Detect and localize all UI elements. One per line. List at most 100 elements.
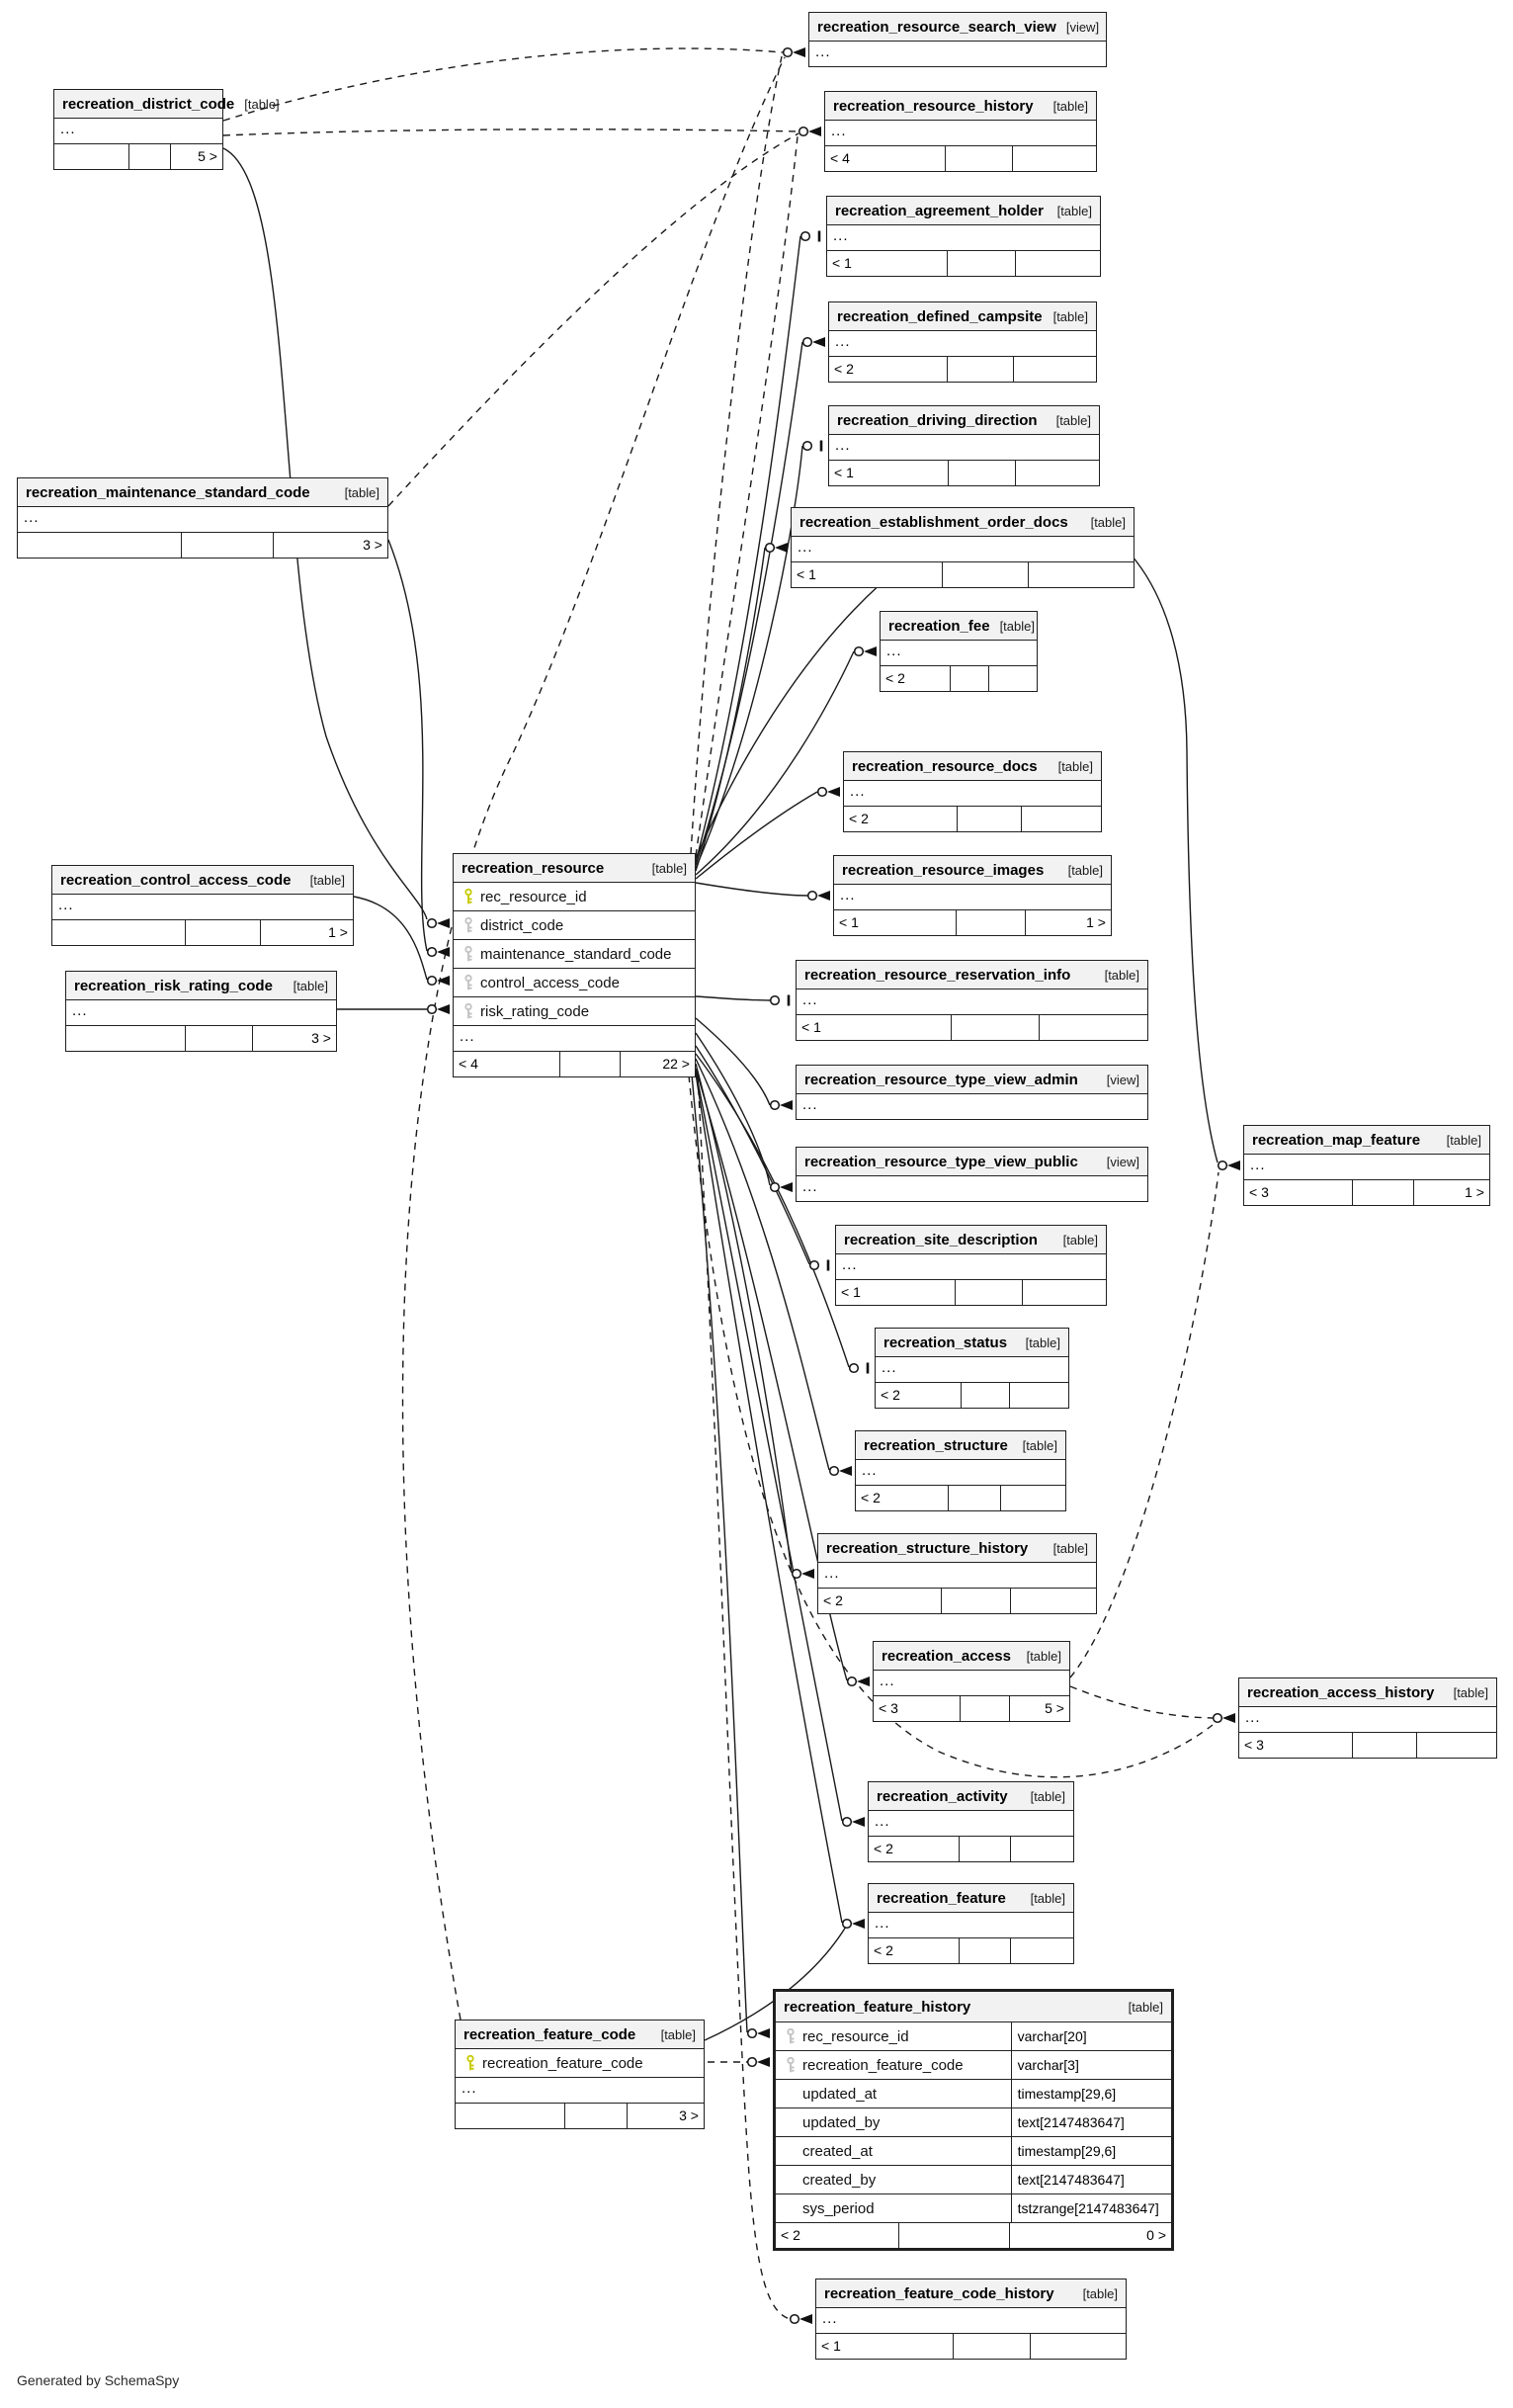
parents-count	[1038, 1015, 1147, 1040]
table-header[interactable]: recreation_map_feature[table]	[1244, 1126, 1489, 1154]
table-name: recreation_maintenance_standard_code	[26, 483, 310, 501]
children-count: < 1	[839, 914, 859, 930]
table-kind-tag: [table]	[1446, 1132, 1481, 1148]
parents-count	[1015, 461, 1099, 485]
foreign-key-icon	[464, 945, 472, 962]
table-header[interactable]: recreation_fee[table]	[881, 612, 1037, 640]
table-recreation_access_history[interactable]: recreation_access_history[table]...< 3	[1238, 1677, 1497, 1759]
field-type: text[2147483647]	[1010, 2166, 1171, 2193]
table-header[interactable]: recreation_access[table]	[874, 1642, 1069, 1670]
table-recreation_defined_campsite[interactable]: recreation_defined_campsite[table]...< 2	[828, 301, 1097, 383]
relationship-count-row: < 2	[869, 1937, 1073, 1963]
table-recreation_resource_type_view_admin[interactable]: recreation_resource_type_view_admin[view…	[796, 1065, 1148, 1120]
table-name: recreation_resource_reservation_info	[804, 966, 1071, 984]
relationship-line	[695, 1063, 793, 1574]
table-header[interactable]: recreation_risk_rating_code[table]	[66, 972, 336, 999]
table-header[interactable]: recreation_resource_type_view_admin[view…	[797, 1066, 1147, 1093]
table-header[interactable]: recreation_feature_code_history[table]	[816, 2279, 1126, 2307]
ellipsis-row: ...	[18, 506, 387, 532]
table-header[interactable]: recreation_maintenance_standard_code[tab…	[18, 478, 387, 506]
table-header[interactable]: recreation_feature_history[table]	[776, 1992, 1171, 2021]
table-header[interactable]: recreation_resource_docs[table]	[844, 752, 1101, 780]
ellipsis-row: ...	[66, 999, 336, 1025]
table-recreation_structure_history[interactable]: recreation_structure_history[table]...< …	[817, 1533, 1097, 1614]
table-header[interactable]: recreation_driving_direction[table]	[829, 406, 1099, 434]
ellipsis-row: ...	[797, 1093, 1147, 1119]
table-recreation_fee[interactable]: recreation_fee[table]...< 2	[880, 611, 1038, 692]
field-name: recreation_feature_code	[482, 2054, 643, 2072]
table-header[interactable]: recreation_resource_reservation_info[tab…	[797, 961, 1147, 989]
table-recreation_maintenance_standard_code[interactable]: recreation_maintenance_standard_code[tab…	[17, 477, 388, 559]
table-header[interactable]: recreation_resource[table]	[454, 854, 695, 882]
table-recreation_resource_docs[interactable]: recreation_resource_docs[table]...< 2	[843, 751, 1102, 832]
ellipsis-row: ...	[825, 120, 1096, 145]
table-header[interactable]: recreation_feature_code[table]	[456, 2021, 704, 2048]
table-header[interactable]: recreation_status[table]	[876, 1329, 1068, 1356]
relationship-line	[222, 147, 428, 920]
children-count: < 2	[834, 361, 854, 377]
table-name: recreation_resource_docs	[852, 757, 1038, 775]
table-recreation_activity[interactable]: recreation_activity[table]...< 2	[868, 1781, 1074, 1862]
table-header[interactable]: recreation_resource_type_view_public[vie…	[797, 1148, 1147, 1175]
field-row: risk_rating_code	[454, 996, 695, 1025]
table-recreation_agreement_holder[interactable]: recreation_agreement_holder[table]...< 1	[826, 196, 1101, 277]
crowfoot-marker	[841, 1816, 865, 1828]
table-header[interactable]: recreation_district_code[table]	[54, 90, 280, 118]
table-kind-tag: [table]	[1022, 1437, 1057, 1453]
table-header[interactable]: recreation_agreement_holder[table]	[827, 197, 1100, 224]
table-header[interactable]: recreation_defined_campsite [table]	[829, 302, 1096, 330]
table-header[interactable]: recreation_structure_history[table]	[818, 1534, 1096, 1562]
table-header[interactable]: recreation_resource_search_view[view]	[809, 13, 1106, 41]
table-recreation_feature_code[interactable]: recreation_feature_code[table] recreation…	[455, 2020, 705, 2129]
crowfoot-marker	[789, 2313, 812, 2325]
table-recreation_district_code[interactable]: recreation_district_code[table]...5 >	[53, 89, 280, 170]
table-recreation_structure[interactable]: recreation_structure[table]...< 2	[855, 1430, 1066, 1511]
table-recreation_feature_code_history[interactable]: recreation_feature_code_history[table]..…	[815, 2279, 1127, 2360]
field-name: updated_by	[802, 2113, 881, 2131]
table-kind-tag: [table]	[1052, 308, 1088, 324]
field-type: timestamp[29,6]	[1010, 2137, 1171, 2165]
table-name: recreation_feature_history	[784, 1998, 971, 2016]
parents-count: 22 >	[620, 1052, 695, 1076]
table-recreation_site_description[interactable]: recreation_site_description[table]...< 1	[835, 1225, 1107, 1306]
table-recreation_feature[interactable]: recreation_feature[table]...< 2	[868, 1883, 1074, 1964]
table-recreation_establishment_order_docs[interactable]: recreation_establishment_order_docs[tabl…	[791, 507, 1135, 588]
field-name: updated_at	[802, 2085, 878, 2103]
table-header[interactable]: recreation_establishment_order_docs[tabl…	[792, 508, 1134, 536]
crowfoot-marker	[426, 917, 450, 929]
count-spacer	[1352, 1733, 1416, 1758]
ellipsis-row: ...	[1239, 1706, 1496, 1732]
table-header[interactable]: recreation_resource_images[table]	[834, 856, 1111, 884]
table-header[interactable]: recreation_control_access_code[table]	[52, 866, 353, 894]
table-header[interactable]: recreation_activity[table]	[869, 1782, 1073, 1810]
table-recreation_driving_direction[interactable]: recreation_driving_direction[table]...< …	[828, 405, 1100, 486]
table-recreation_resource_reservation_info[interactable]: recreation_resource_reservation_info[tab…	[796, 960, 1148, 1041]
table-recreation_resource_type_view_public[interactable]: recreation_resource_type_view_public[vie…	[796, 1147, 1148, 1202]
table-recreation_resource_history[interactable]: recreation_resource_history[table]...< 4	[824, 91, 1097, 172]
table-header[interactable]: recreation_resource_history[table]	[825, 92, 1096, 120]
table-header[interactable]: recreation_feature[table]	[869, 1884, 1073, 1912]
parents-count	[1009, 1837, 1073, 1861]
count-spacer	[952, 2334, 1030, 2359]
table-recreation_resource[interactable]: recreation_resource[table]rec_resource_i…	[453, 853, 696, 1077]
table-recreation_risk_rating_code[interactable]: recreation_risk_rating_code[table]...3 >	[65, 971, 337, 1052]
table-recreation_status[interactable]: recreation_status[table]...< 2	[875, 1328, 1069, 1409]
table-recreation_feature_history[interactable]: recreation_feature_history[table]rec_res…	[773, 1989, 1174, 2251]
implied-relationship-line	[695, 135, 799, 857]
table-header[interactable]: recreation_structure[table]	[856, 1431, 1065, 1459]
table-header[interactable]: recreation_site_description[table]	[836, 1226, 1106, 1253]
relationship-count-row: 3 >	[456, 2103, 704, 2128]
table-kind-tag: [table]	[1090, 514, 1126, 530]
table-recreation_control_access_code[interactable]: recreation_control_access_code[table]...…	[51, 865, 354, 946]
relationship-count-row: 3 >	[18, 532, 387, 558]
table-header[interactable]: recreation_access_history[table]	[1239, 1678, 1496, 1706]
children-count	[52, 920, 185, 945]
table-recreation_resource_search_view[interactable]: recreation_resource_search_view[view]...	[808, 12, 1107, 67]
table-name: recreation_defined_campsite	[837, 307, 1043, 325]
